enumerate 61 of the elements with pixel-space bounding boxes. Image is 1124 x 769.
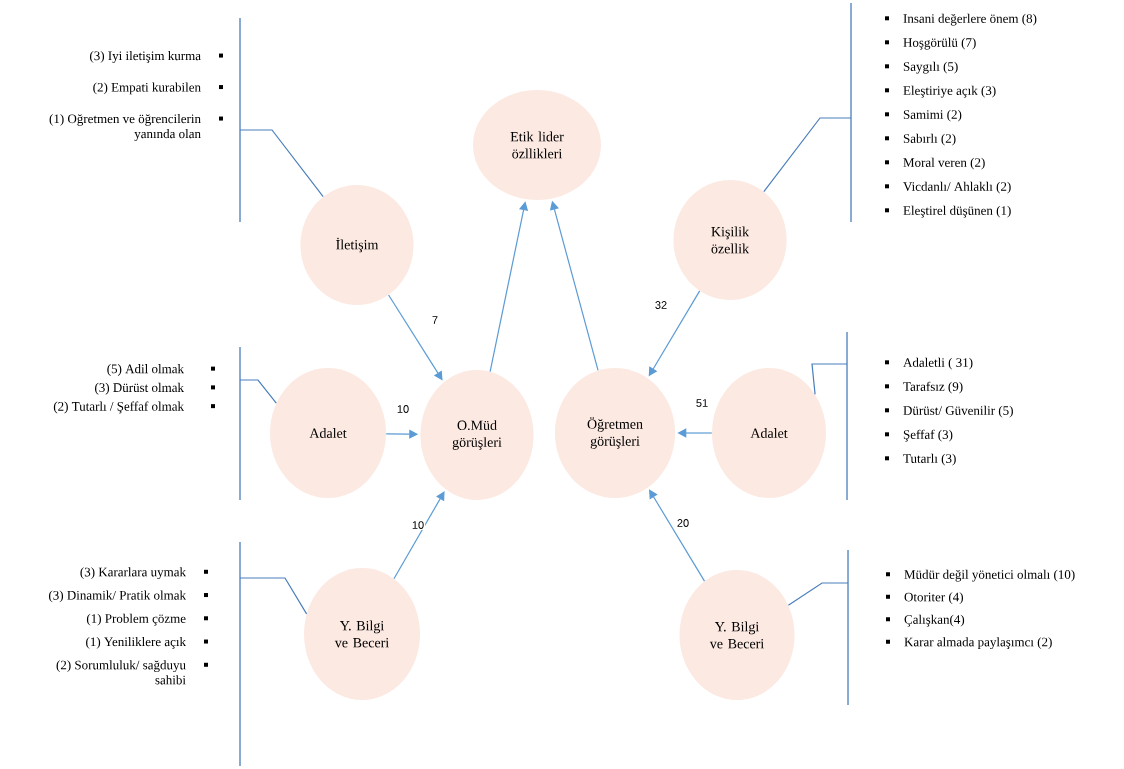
leader-line xyxy=(811,363,848,395)
list-item: (3) Kararlara uymak xyxy=(80,567,186,580)
list-item: Adaletli ( 31) xyxy=(903,357,973,370)
ellipse-node xyxy=(270,368,386,498)
list-item: (1) Yeniliklere açık xyxy=(86,637,186,649)
list-item: (2) Empati kurabilen xyxy=(93,82,201,95)
ellipse-node xyxy=(673,180,787,300)
leader-line xyxy=(239,379,277,404)
ellipse-node xyxy=(300,185,414,305)
leader-line xyxy=(787,582,849,606)
list-item: (3) Dinamik/ Pratik olmak xyxy=(49,590,187,603)
leader-line xyxy=(239,129,324,198)
leader-line xyxy=(239,577,308,615)
circle-label: Kişilik özellik xyxy=(711,226,750,254)
edge-label: 10 xyxy=(412,521,424,529)
list-item: Saygılı (5) xyxy=(903,61,958,74)
circle-label: Adalet xyxy=(750,428,788,438)
edge-label: 32 xyxy=(655,301,667,309)
list-item: Müdür değil yönetici olmalı (10) xyxy=(904,569,1075,582)
ellipse-node xyxy=(304,568,420,700)
list-item: (1) Oğretmen ve öğrencilerin yanında olan xyxy=(49,114,201,141)
circle-label: Y. Bilgi ve Beceri xyxy=(709,621,764,649)
ellipse-node xyxy=(473,90,601,200)
list-item: (3) Iyi iletişim kurma xyxy=(90,51,201,63)
circle-label: Y. Bilgi ve Beceri xyxy=(334,620,389,648)
list-item: Dürüst/ Güvenilir (5) xyxy=(903,405,1013,418)
circle-label: İletişim xyxy=(336,237,379,253)
arrow xyxy=(393,491,445,580)
list-item: Karar almada paylaşımcı (2) xyxy=(904,637,1052,650)
list-item: Hoşgörülü (7) xyxy=(903,37,976,50)
edge-label: 10 xyxy=(397,405,409,413)
list-item: Insani değerlere önem (8) xyxy=(903,13,1037,26)
list-item: Vicdanlı/ Ahlaklı (2) xyxy=(903,181,1011,194)
list-item: Eleştirel düşünen (1) xyxy=(903,205,1011,218)
list-item: (1) Problem çözme xyxy=(86,613,186,626)
circle-label: Adalet xyxy=(309,428,347,438)
edge-label: 51 xyxy=(696,399,708,407)
list-item: Otoriter (4) xyxy=(904,592,963,604)
list-item: Moral veren (2) xyxy=(903,157,985,170)
list-item: (2) Sorumluluk/ sağduyu sahibi xyxy=(56,660,186,685)
circle-label: O.Müd görüşleri xyxy=(452,420,502,450)
circle-label: Etik lider özllikleri xyxy=(510,131,564,159)
list-item: Sabırlı (2) xyxy=(903,133,956,146)
list-item: Tarafsız (9) xyxy=(903,381,963,394)
list-item: Samimi (2) xyxy=(903,109,962,122)
list-item: (3) Dürüst olmak xyxy=(95,382,184,395)
list-item: Eleştiriye açık (3) xyxy=(903,85,996,98)
list-item: (2) Tutarlı / Şeffaf olmak xyxy=(53,401,184,414)
ellipse-node xyxy=(554,368,676,498)
list-item: Çalışkan(4) xyxy=(904,614,965,627)
leader-line xyxy=(763,117,852,193)
arrow xyxy=(649,489,706,582)
list-item: Şeffaf (3) xyxy=(903,429,953,442)
ellipse-node xyxy=(420,370,534,500)
edge-label: 7 xyxy=(432,316,438,324)
circle-label: Öğretmen görüşleri xyxy=(587,417,643,449)
list-item: (5) Adil olmak xyxy=(107,364,184,376)
ellipse-node xyxy=(679,570,795,700)
edge-label: 20 xyxy=(677,519,689,527)
ellipse-node xyxy=(712,368,826,498)
list-item: Tutarlı (3) xyxy=(903,453,956,466)
